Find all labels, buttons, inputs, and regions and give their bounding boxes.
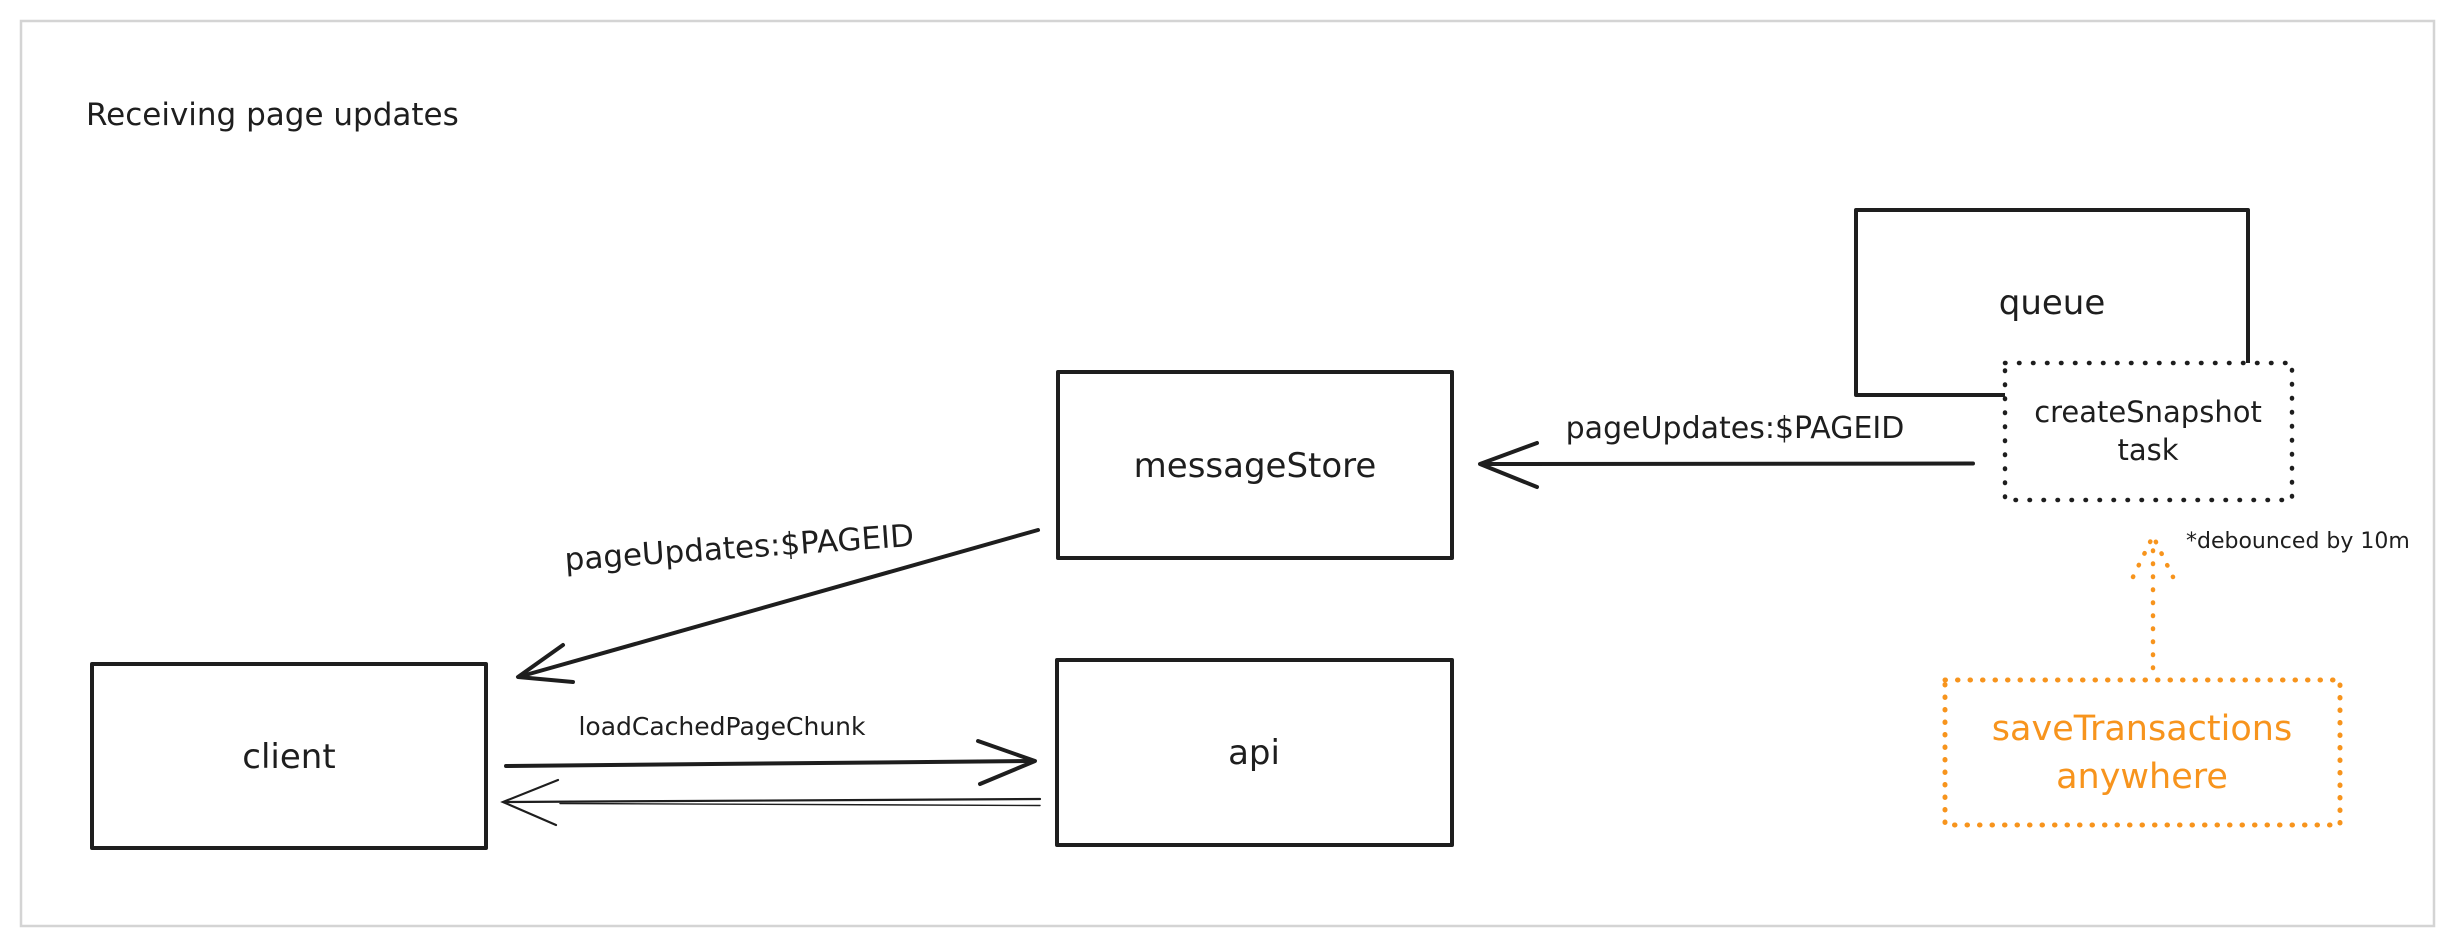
arrow-right-head-icon: [976, 739, 1037, 786]
client-label: client: [242, 737, 335, 777]
node-message-store: messageStore: [1056, 370, 1454, 560]
edge-client-to-api: [504, 739, 1037, 786]
edge-label-queue-to-messagestore: pageUpdates:$PAGEID: [1566, 411, 1905, 446]
message-store-box: [1056, 370, 1454, 560]
debounce-note: *debounced by 10m: [2186, 529, 2410, 554]
save-transactions-label-line2: anywhere: [2056, 757, 2228, 797]
create-snapshot-label-line1: createSnapshot: [2034, 395, 2262, 429]
edge-label-client-to-api: loadCachedPageChunk: [578, 712, 866, 741]
create-snapshot-box: [2002, 360, 2295, 503]
api-label: api: [1228, 733, 1280, 773]
arrow-left-head-icon: [500, 778, 560, 827]
node-create-snapshot-task: createSnapshot task: [2002, 360, 2295, 503]
edge-messagestore-to-client: [516, 528, 1040, 684]
arrow-up-head-icon: [2130, 530, 2176, 580]
save-transactions-box: [1942, 677, 2343, 828]
edge-line-double: [559, 802, 1041, 807]
node-api: api: [1055, 658, 1454, 847]
arrow-downleft-head-icon: [516, 643, 575, 684]
node-save-transactions: saveTransactions anywhere: [1942, 677, 2343, 828]
edge-line: [520, 528, 1040, 678]
edge-api-to-client: [500, 778, 1042, 827]
edge-line: [504, 797, 1042, 804]
edge-savetransactions-to-snapshot: [2130, 530, 2176, 671]
message-store-label: messageStore: [1134, 446, 1377, 486]
api-box: [1055, 658, 1454, 847]
edge-queue-to-messagestore: [1478, 441, 1975, 489]
client-box: [90, 662, 488, 850]
arrow-left-head-icon: [1478, 441, 1539, 489]
save-transactions-label-line1: saveTransactions: [1992, 709, 2292, 749]
node-client: client: [90, 662, 488, 850]
queue-label: queue: [1999, 283, 2106, 323]
diagram-title: Receiving page updates: [86, 97, 459, 133]
edge-line: [1482, 461, 1975, 466]
create-snapshot-label-line2: task: [2117, 433, 2178, 467]
edge-line: [504, 759, 1032, 768]
